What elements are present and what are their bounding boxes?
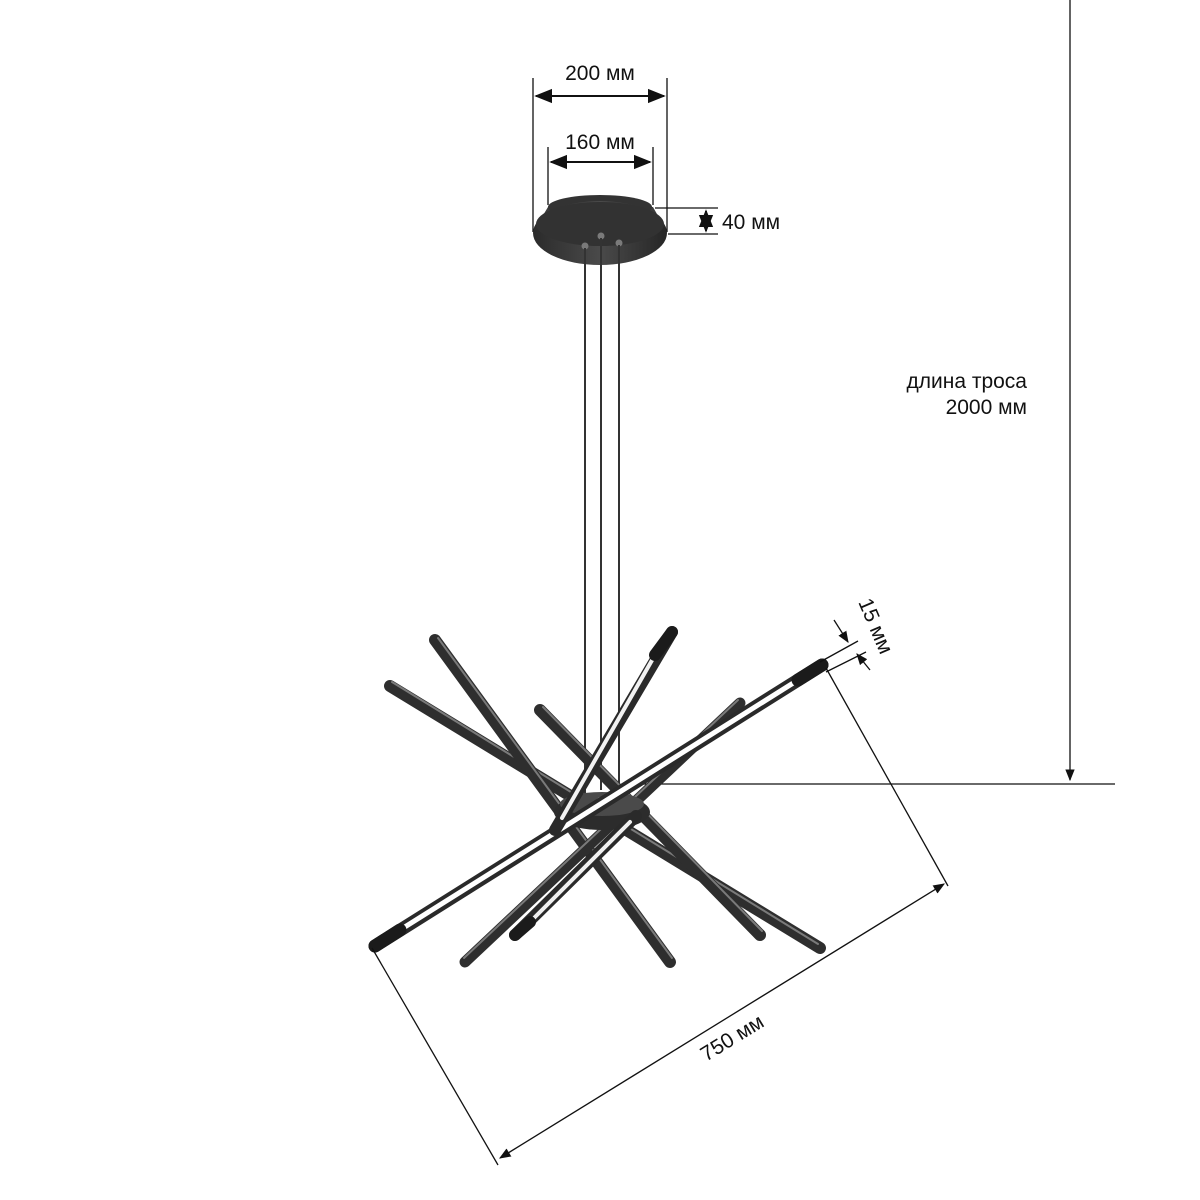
overall-width-label: 750 мм: [697, 1010, 768, 1066]
canopy-inner-label: 160 мм: [565, 131, 635, 154]
canopy-height-label: 40 мм: [722, 211, 780, 234]
overall-width-dimension: 750 мм: [371, 667, 949, 1166]
canopy: [533, 195, 667, 265]
canopy-inner-dimension: 160 мм: [547, 131, 654, 205]
rod-diameter-label: 15 мм: [853, 595, 897, 657]
cable-length-label-line1: длина троса: [906, 370, 1027, 393]
rod-diameter-dimension: 15 мм: [819, 595, 897, 673]
cable-length-label-line2: 2000 мм: [946, 396, 1027, 419]
suspension-cables: [584, 238, 620, 798]
canopy-outer-dimension: 200 мм: [532, 62, 668, 232]
rods-front: [368, 626, 829, 953]
cable-length-dimension: длина троса 2000 мм: [622, 0, 1115, 785]
canopy-outer-label: 200 мм: [565, 62, 635, 85]
canopy-height-dimension: 40 мм: [655, 207, 780, 235]
